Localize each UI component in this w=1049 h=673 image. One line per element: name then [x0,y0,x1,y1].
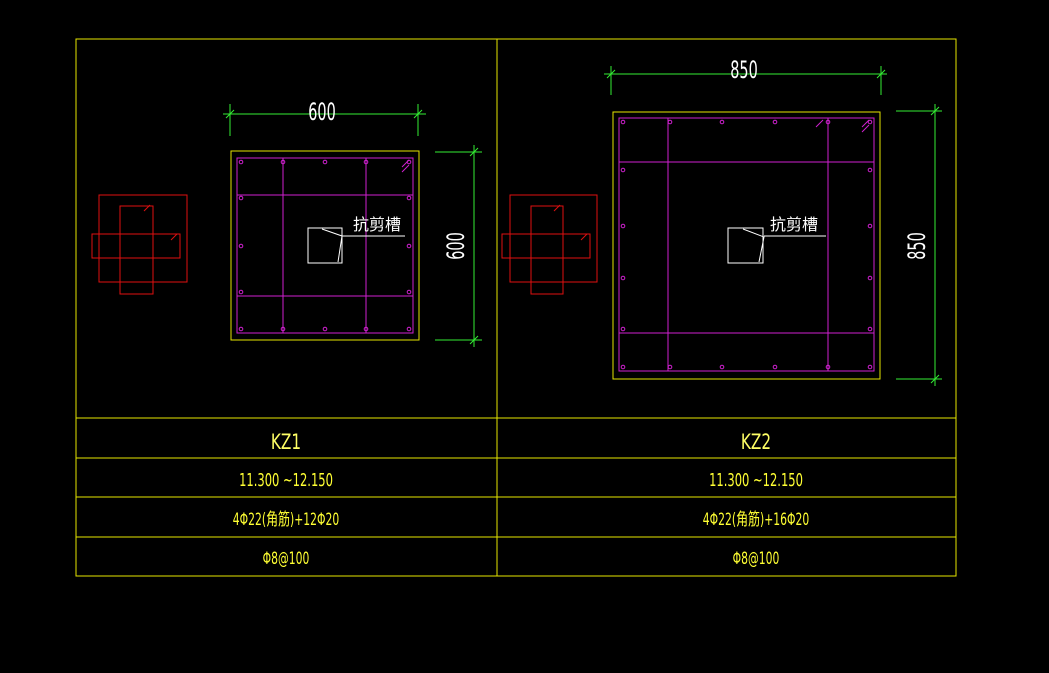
kz1-rebar-cage [236,157,414,334]
kz2-width-label: 850 [730,56,757,84]
kz2-shear-key [727,227,826,264]
kz1-longitudinal-bars: 4Φ22(角筋)+12Φ20 [233,509,339,530]
kz2-stirrups: Φ8@100 [733,548,780,569]
kz2-height-label: 850 [903,232,931,259]
kz1-height-dimension [435,145,482,347]
kz2-height-dimension [896,104,942,386]
kz2-elevation: 11.300 ~12.150 [709,470,803,491]
kz1-elevation: 11.300 ~12.150 [239,470,333,491]
kz2-rebar-cage [618,117,875,372]
kz2-section-outline [612,111,881,380]
kz1-shear-key-label: 抗剪槽 [353,215,401,234]
kz1-table-cells: KZ1 11.300 ~12.150 4Φ22(角筋)+12Φ20 Φ8@100 [233,429,339,568]
kz1-key-sketch [91,194,188,295]
kz1-section-outline [230,150,420,341]
kz2-drawing: 850 850 [501,56,942,386]
kz2-width-dimension [604,66,887,95]
kz2-longitudinal-bars: 4Φ22(角筋)+16Φ20 [703,509,809,530]
table-frame [75,38,957,577]
kz1-stirrups: Φ8@100 [263,548,310,569]
kz1-width-label: 600 [308,98,335,126]
kz1-bars [238,159,412,332]
kz2-key-sketch [501,194,598,295]
kz1-width-dimension [223,104,426,136]
kz2-table-cells: KZ2 11.300 ~12.150 4Φ22(角筋)+16Φ20 Φ8@100 [703,429,809,568]
kz1-name: KZ1 [271,429,301,454]
kz2-bars [620,119,873,370]
kz1-height-label: 600 [442,232,470,259]
kz1-shear-key [307,227,405,264]
table-border [75,38,957,577]
kz2-shear-key-label: 抗剪槽 [770,215,818,234]
kz2-name: KZ2 [741,429,771,454]
kz1-drawing: 600 600 [91,98,482,347]
